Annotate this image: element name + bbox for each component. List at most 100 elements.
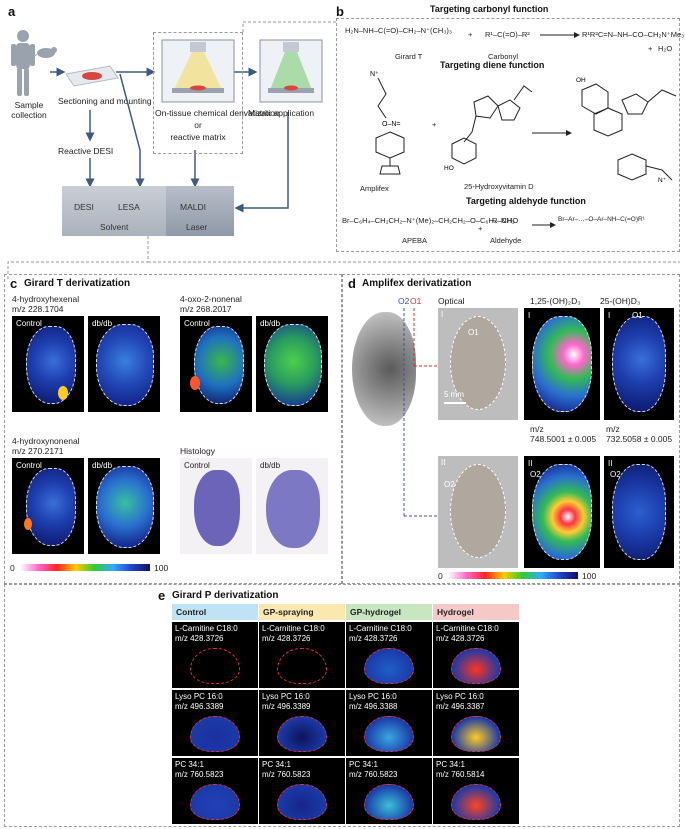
e-cell-compound: PC 34:1 <box>436 760 465 770</box>
c-histology-control-label: Control <box>184 461 210 470</box>
c-g2-control-image: Control <box>180 316 252 412</box>
c-group4-name: Histology <box>180 446 215 456</box>
c-g1-dbdb-image: db/db <box>88 316 160 412</box>
panel-d-title: Amplifex derivatization <box>362 278 471 289</box>
e-cell-mz: m/z 496.3389 <box>175 702 223 712</box>
c-histology-control-image: Control <box>180 458 252 554</box>
c-histology-dbdb-label: db/db <box>260 461 280 470</box>
connector-lines <box>0 0 685 290</box>
e-cell-compound: Lyso PC 16:0 <box>262 692 310 702</box>
panel-e-letter: e <box>158 588 165 603</box>
c-histology-dbdb-image: db/db <box>256 458 328 554</box>
e-tissue-outline <box>277 784 327 820</box>
d-optical-ii-o2: O2 <box>444 480 455 489</box>
d-color-scale <box>448 572 578 579</box>
e-cell-compound: Lyso PC 16:0 <box>436 692 484 702</box>
c-group3-name: 4-hydroxynonenal <box>12 436 80 446</box>
e-tissue-outline <box>364 648 414 684</box>
d-scale-min: 0 <box>438 571 443 581</box>
c-scale-max: 100 <box>154 563 168 573</box>
d-col2-ii-roman: II <box>528 459 532 468</box>
e-cell-mz: m/z 428.3726 <box>262 634 310 644</box>
d-optical-ii-image: II O2 <box>438 456 518 568</box>
c-group1-name: 4-hydroxyhexenal <box>12 294 79 304</box>
d-mz-value-2: 732.5058 ± 0.005 <box>606 434 672 444</box>
e-cell-compound: PC 34:1 <box>349 760 378 770</box>
d-mz-value-1: 748.5001 ± 0.005 <box>530 434 596 444</box>
c-group3-mz: m/z 270.2171 <box>12 446 64 456</box>
e-cell-mz: m/z 760.5823 <box>262 770 310 780</box>
d-col3-i-o1: O1 <box>632 311 643 320</box>
e-cell-compound: PC 34:1 <box>262 760 291 770</box>
d-col2-i-image: I <box>524 308 600 420</box>
d-scale-bar-label: 5 mm <box>444 390 464 399</box>
e-cell-mz: m/z 760.5823 <box>175 770 223 780</box>
d-col2-ii-image: II O2 <box>524 456 600 568</box>
e-column-header-1: GP-spraying <box>259 604 345 620</box>
d-col3-ii-o2: O2 <box>610 470 621 479</box>
d-col3-ii-image: II O2 <box>604 456 674 568</box>
d-col3-ii-roman: II <box>608 459 612 468</box>
panel-c-title: Girard T derivatization <box>24 278 130 289</box>
d-col3-label: 25-(OH)D₃ <box>600 296 640 306</box>
e-tissue-outline <box>277 648 327 684</box>
d-scale-max: 100 <box>582 571 596 581</box>
e-cell-mz: m/z 428.3726 <box>349 634 397 644</box>
c-g3-dbdb-image: db/db <box>88 458 160 554</box>
e-cell-compound: L-Carnitine C18:0 <box>262 624 325 634</box>
c-group2-name: 4-oxo-2-nonenal <box>180 294 242 304</box>
d-optical-i-roman: I <box>441 310 443 319</box>
e-cell-compound: L-Carnitine C18:0 <box>436 624 499 634</box>
c-g3-dbdb-label: db/db <box>92 461 112 470</box>
e-cell-mz: m/z 760.5823 <box>349 770 397 780</box>
e-cell-compound: PC 34:1 <box>175 760 204 770</box>
e-cell-mz: m/z 760.5814 <box>436 770 484 780</box>
d-col2-label: 1,25-(OH)₂D₃ <box>530 296 581 306</box>
c-g3-control-image: Control <box>12 458 84 554</box>
d-col3-i-roman: I <box>608 311 610 320</box>
d-col2-ii-o2: O2 <box>530 470 541 479</box>
d-section-guides <box>396 306 442 530</box>
e-cell-compound: L-Carnitine C18:0 <box>175 624 238 634</box>
e-cell-r1-c2: Lyso PC 16:0m/z 496.3388 <box>346 690 432 756</box>
e-tissue-outline <box>190 648 240 684</box>
e-column-header-3: Hydrogel <box>433 604 519 620</box>
e-cell-mz: m/z 428.3726 <box>175 634 223 644</box>
e-column-header-0: Control <box>172 604 258 620</box>
e-tissue-outline <box>190 716 240 752</box>
c-color-scale <box>20 564 150 571</box>
e-cell-compound: Lyso PC 16:0 <box>175 692 223 702</box>
e-cell-mz: m/z 496.3387 <box>436 702 484 712</box>
e-cell-r1-c0: Lyso PC 16:0m/z 496.3389 <box>172 690 258 756</box>
d-col2-i-roman: I <box>528 311 530 320</box>
e-cell-compound: L-Carnitine C18:0 <box>349 624 412 634</box>
c-scale-min: 0 <box>10 563 15 573</box>
d-optical-ii-roman: II <box>441 458 445 467</box>
d-optical-i-image: I O1 5 mm <box>438 308 518 420</box>
d-mz-label-1: m/z <box>530 424 544 434</box>
c-group1-mz: m/z 228.1704 <box>12 304 64 314</box>
panel-c-letter: c <box>10 276 17 291</box>
c-g1-control-image: Control <box>12 316 84 412</box>
e-column-header-2: GP-hydrogel <box>346 604 432 620</box>
d-scale-bar <box>444 402 466 404</box>
d-col3-i-image: I O1 <box>604 308 674 420</box>
e-tissue-outline <box>451 784 501 820</box>
e-tissue-outline <box>190 784 240 820</box>
c-group2-mz: m/z 268.2017 <box>180 304 232 314</box>
d-optical-label: Optical <box>438 296 464 306</box>
e-tissue-outline <box>364 716 414 752</box>
d-o2-label: O2 <box>398 296 409 306</box>
e-tissue-outline <box>451 716 501 752</box>
c-g3-control-label: Control <box>16 461 42 470</box>
